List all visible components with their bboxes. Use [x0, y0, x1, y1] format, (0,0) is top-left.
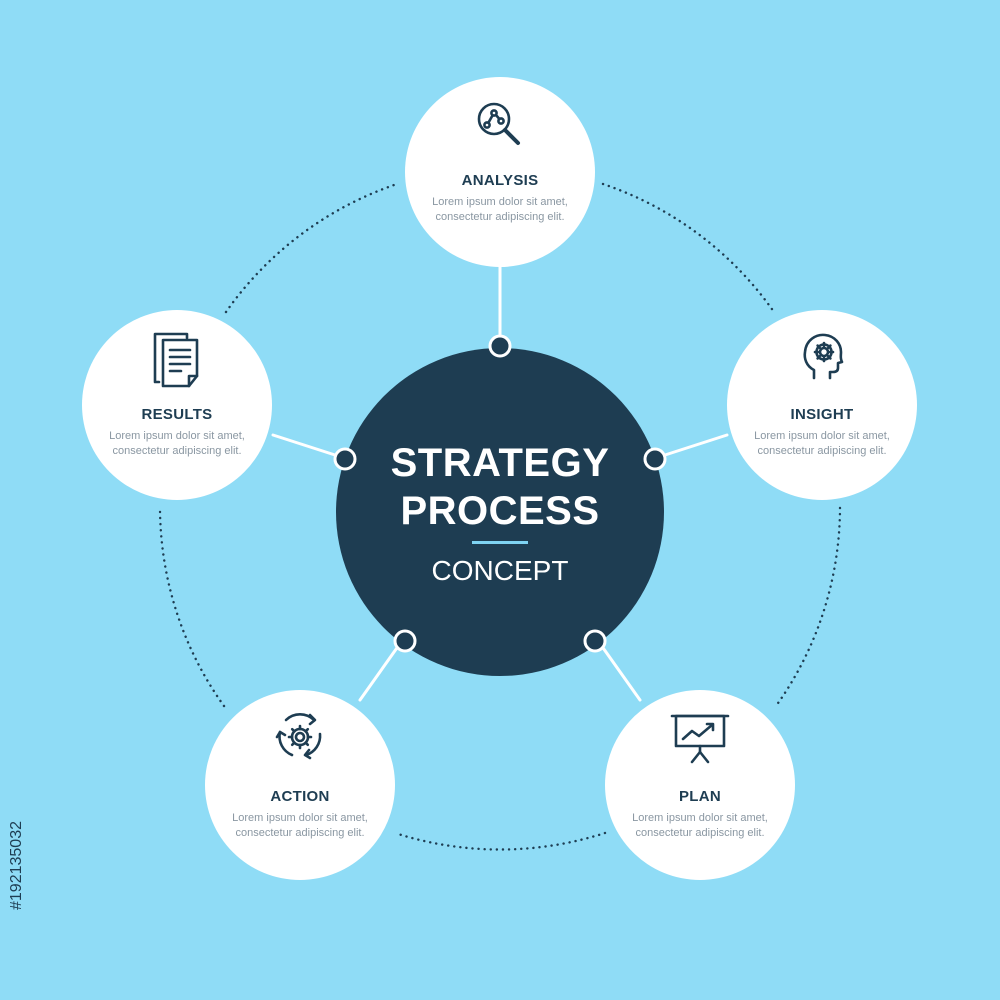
ring-arc-plan-action: [393, 831, 607, 851]
head-gear-icon: [803, 333, 844, 380]
node-action-label: ACTION: [270, 788, 330, 805]
node-plan-label: PLAN: [678, 788, 722, 805]
node-analysis[interactable]: ANALYSIS Lorem ipsum dolor sit amet, con…: [405, 77, 595, 267]
center-title-line2: PROCESS: [400, 489, 600, 533]
node-plan-description: Lorem ipsum dolor sit amet, consectetur …: [632, 812, 768, 839]
node-action-description: Lorem ipsum dolor sit amet, consectetur …: [232, 812, 368, 839]
node-action[interactable]: ACTION Lorem ipsum dolor sit amet, conse…: [205, 690, 395, 880]
spoke-action: [358, 643, 401, 702]
node-analysis-description: Lorem ipsum dolor sit amet, consectetur …: [432, 196, 568, 223]
analysis-magnifier-icon: [477, 102, 520, 145]
node-insight-label: INSIGHT: [790, 406, 854, 423]
node-results-description: Lorem ipsum dolor sit amet, consectetur …: [109, 430, 245, 457]
node-plan[interactable]: PLAN Lorem ipsum dolor sit amet, consect…: [605, 690, 795, 880]
node-insight-description: Lorem ipsum dolor sit amet, consectetur …: [754, 430, 890, 457]
ring-arc-action-results: [158, 506, 226, 708]
center-title-line1: STRATEGY: [390, 441, 610, 485]
center-subtitle: CONCEPT: [431, 555, 569, 586]
cycle-gear-icon: [275, 713, 322, 760]
presentation-chart-icon: [670, 714, 730, 764]
node-results-label: RESULTS: [141, 406, 213, 423]
stock-id-label: #192135032: [8, 821, 25, 910]
center-hub: STRATEGY PROCESS CONCEPT: [336, 348, 664, 676]
documents-icon: [153, 332, 199, 388]
center-divider: [472, 541, 528, 544]
ring-arc-results-analysis: [224, 182, 399, 314]
node-results[interactable]: RESULTS Lorem ipsum dolor sit amet, cons…: [82, 310, 272, 500]
node-analysis-label: ANALYSIS: [461, 172, 539, 189]
spoke-results: [271, 433, 337, 457]
ring-arc-insight-plan: [774, 506, 842, 708]
spoke-plan: [599, 643, 642, 702]
node-insight[interactable]: INSIGHT Lorem ipsum dolor sit amet, cons…: [727, 310, 917, 500]
ring-arc-analysis-insight: [601, 182, 776, 314]
spoke-insight: [663, 433, 729, 457]
